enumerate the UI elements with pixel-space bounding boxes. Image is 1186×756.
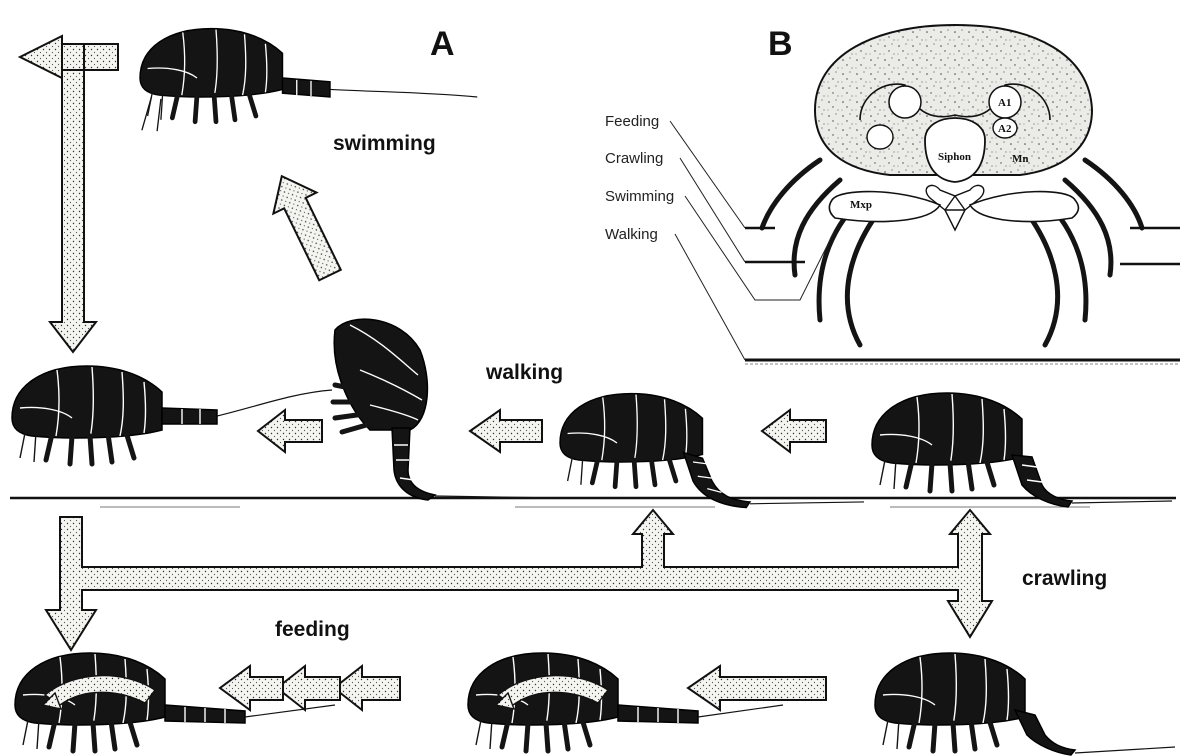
siphon: [925, 118, 985, 182]
arrow-connector: [46, 510, 992, 650]
crawling-label: crawling: [1022, 567, 1107, 590]
level-feeding: Feeding: [605, 113, 659, 130]
arrow-feed-3: [220, 666, 283, 710]
animal-swimming: [140, 29, 477, 132]
label-mxp: Mxp: [850, 199, 872, 211]
label-a1: A1: [998, 97, 1011, 109]
arrow-feed-1: [334, 666, 400, 710]
animal-feeding-1: [15, 653, 335, 751]
arrow-walk-3: [762, 410, 826, 452]
arrow-down-to-walk: [50, 70, 96, 352]
level-swimming: Swimming: [605, 188, 674, 205]
animal-feeding-2: [468, 653, 783, 751]
animal-walk-3: [560, 394, 864, 508]
arrow-swim-left: [62, 44, 118, 70]
arrow-walk-2: [470, 410, 542, 452]
label-mn: Mn: [1012, 153, 1029, 165]
label-a2: A2: [998, 123, 1012, 135]
animal-walk-4: [872, 393, 1172, 507]
arrow-feed-2: [277, 666, 340, 710]
label-siphon: Siphon: [938, 151, 971, 163]
feeding-label: feeding: [275, 618, 350, 641]
arrow-walk-1: [258, 410, 322, 452]
arrow-feed-4: [688, 666, 826, 710]
panel-a-label: A: [430, 25, 455, 63]
level-walking: Walking: [605, 226, 658, 243]
panel-b-diagram: Siphon A1 A2 Mn Mxp: [762, 25, 1142, 345]
animal-walk-2: [333, 319, 560, 500]
swimming-label: swimming: [333, 132, 436, 155]
walking-label: walking: [485, 361, 563, 384]
arrow-up-to-swim: [260, 166, 351, 286]
panel-b-label: B: [768, 25, 793, 63]
level-crawling: Crawling: [605, 150, 663, 167]
arrow-swim-left-head: [20, 36, 62, 78]
animal-crawling: [875, 653, 1175, 755]
